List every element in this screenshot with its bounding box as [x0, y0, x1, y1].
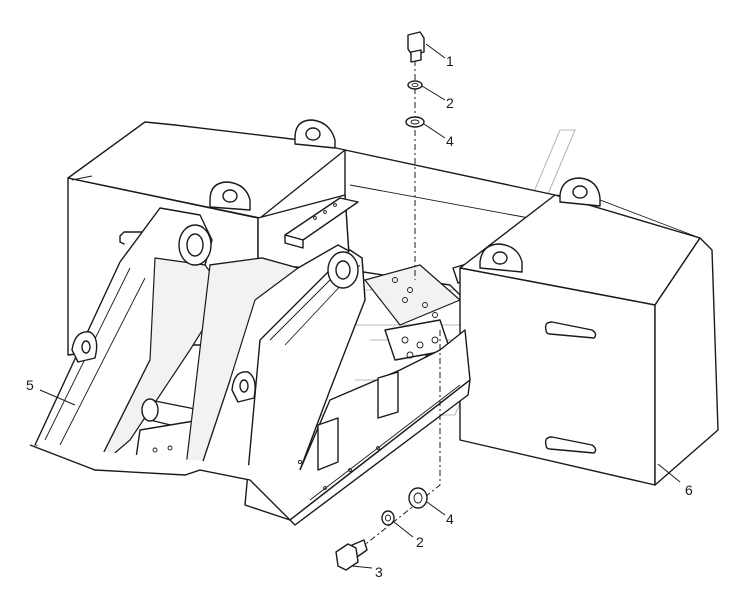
callout-4-top: 4 [446, 133, 454, 149]
shim-plate [284, 197, 359, 249]
bracket-center [317, 417, 339, 471]
handle-upper [544, 321, 597, 339]
bolt-bottom [335, 539, 368, 571]
callout-5: 5 [26, 377, 34, 393]
lock-washer-top [407, 80, 423, 90]
leaders [39, 43, 681, 569]
bolt-top [407, 31, 425, 63]
lock-washer-bottom [381, 510, 395, 526]
left-boom-arm [34, 207, 221, 471]
assembly-axis-bottom [351, 330, 441, 556]
handle-lower [544, 436, 597, 454]
boom-lug-left [71, 331, 98, 363]
bracket-right [377, 371, 399, 419]
lifting-eye-left-top [294, 119, 336, 149]
boom-lug-right [231, 371, 256, 403]
lifting-eye-right-top [559, 177, 601, 207]
mounting-plate [364, 264, 461, 362]
callout-2-bottom: 2 [416, 534, 424, 550]
lifting-eye-right-front [479, 243, 523, 273]
right-weight-block [459, 177, 719, 486]
callout-3: 3 [375, 564, 383, 580]
callout-4-bottom: 4 [446, 511, 454, 527]
flat-washer-top [405, 116, 425, 128]
lifting-eye-left-front [209, 181, 251, 211]
flat-washer-bottom [408, 487, 428, 509]
callout-labels: 1 2 4 5 6 4 2 3 [26, 53, 693, 580]
callout-2-top: 2 [446, 95, 454, 111]
callout-6: 6 [685, 482, 693, 498]
callout-1-top: 1 [446, 53, 454, 69]
right-boom-arm [184, 244, 366, 521]
